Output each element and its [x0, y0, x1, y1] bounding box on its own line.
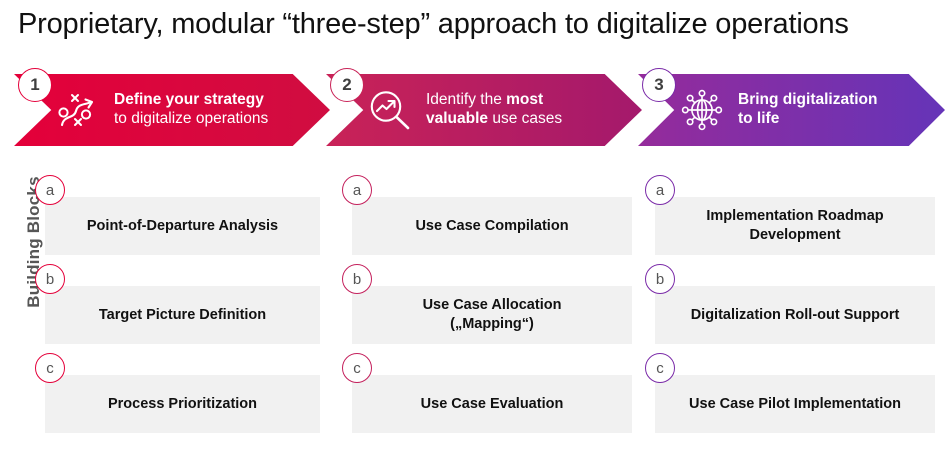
block-badge-2c: c [342, 353, 372, 383]
step-number-badge-1: 1 [18, 68, 52, 102]
step-banner-1[interactable]: Define your strategy to digitalize opera… [14, 68, 330, 146]
strategy-playbook-icon [54, 86, 102, 134]
building-blocks-grid: Point-of-Departure Analysis a Target Pic… [0, 160, 945, 449]
block-3c[interactable]: Use Case Pilot Implementation [655, 375, 935, 433]
block-2c[interactable]: Use Case Evaluation [352, 375, 632, 433]
step-label-2-bold1: most [506, 91, 544, 109]
block-badge-3c-text: c [656, 359, 664, 377]
step-label-3-line1: Bring digitalization [738, 91, 878, 109]
step-banner-2[interactable]: Identify the most valuable use cases 2 [326, 68, 642, 146]
step-label-2-bold2: valuable [426, 110, 489, 127]
block-2a-line1: Use Case Compilation [415, 217, 569, 234]
block-2a[interactable]: Use Case Compilation [352, 197, 632, 255]
block-3c-line1: Use Case Pilot Implementation [689, 395, 901, 412]
step-label-1-line1: Define your strategy [114, 91, 264, 109]
block-1a-label: Point-of-Departure Analysis [87, 217, 278, 236]
block-3a[interactable]: Implementation Roadmap Development [655, 197, 935, 255]
step-label-2: Identify the most valuable use cases [426, 91, 562, 129]
step-number-1: 1 [30, 75, 40, 94]
block-3b[interactable]: Digitalization Roll-out Support [655, 286, 935, 344]
block-2b-label: Use Case Allocation („Mapping“) [423, 296, 562, 334]
step-number-badge-3: 3 [642, 68, 676, 102]
block-2b[interactable]: Use Case Allocation („Mapping“) [352, 286, 632, 344]
block-badge-3c: c [645, 353, 675, 383]
step-label-2-post: use cases [488, 110, 563, 127]
block-3a-label: Implementation Roadmap Development [706, 207, 883, 245]
block-badge-1a: a [35, 175, 65, 205]
block-1c-line1: Process Prioritization [107, 395, 258, 412]
magnifier-trend-icon [366, 86, 414, 134]
process-steps-row: Define your strategy to digitalize opera… [0, 68, 945, 146]
block-2c-line1: Use Case Evaluation [420, 395, 564, 412]
step-number-badge-2: 2 [330, 68, 364, 102]
block-2c-label: Use Case Evaluation [421, 395, 564, 414]
block-badge-2a: a [342, 175, 372, 205]
step-banner-3[interactable]: Bring digitalization to life 3 [638, 68, 945, 146]
block-3c-label: Use Case Pilot Implementation [689, 395, 901, 414]
step-label-3-line2: to life [738, 110, 780, 127]
step-label-1: Define your strategy to digitalize opera… [114, 91, 268, 129]
block-badge-2b-text: b [352, 270, 362, 288]
step-label-3: Bring digitalization to life [738, 91, 878, 129]
step-label-1-line2: to digitalize operations [114, 110, 269, 127]
step-number-2: 2 [342, 75, 352, 94]
step-label-2-pre: Identify the [426, 91, 507, 109]
block-1b-label: Target Picture Definition [99, 306, 266, 325]
block-1b[interactable]: Target Picture Definition [45, 286, 320, 344]
block-3b-label: Digitalization Roll-out Support [691, 306, 900, 325]
block-1b-line1: Target Picture Definition [98, 306, 267, 323]
block-2a-label: Use Case Compilation [415, 217, 568, 236]
block-badge-1c: c [35, 353, 65, 383]
block-badge-1b-text: b [45, 270, 55, 288]
block-2b-line1: Use Case Allocation [422, 297, 562, 314]
block-badge-1b: b [35, 264, 65, 294]
block-badge-1a-text: a [45, 181, 55, 199]
step-number-3: 3 [654, 75, 664, 94]
block-1a[interactable]: Point-of-Departure Analysis [45, 197, 320, 255]
block-badge-2a-text: a [352, 181, 362, 199]
block-1a-line1: Point-of-Departure Analysis [86, 217, 279, 234]
block-badge-3a-text: a [655, 181, 665, 199]
block-3a-line2: Development [749, 227, 841, 243]
block-badge-2b: b [342, 264, 372, 294]
block-badge-3b-text: b [655, 270, 665, 288]
block-badge-3b: b [645, 264, 675, 294]
block-2b-line2: („Mapping“) [450, 316, 534, 332]
block-1c-label: Process Prioritization [108, 395, 257, 414]
block-badge-1c-text: c [46, 359, 54, 377]
block-badge-2c-text: c [353, 359, 361, 377]
page-title: Proprietary, modular “three-step” approa… [18, 8, 849, 40]
block-3b-line1: Digitalization Roll-out Support [690, 306, 900, 323]
block-3a-line1: Implementation Roadmap [706, 208, 884, 225]
globe-network-icon [678, 86, 726, 134]
block-badge-3a: a [645, 175, 675, 205]
block-1c[interactable]: Process Prioritization [45, 375, 320, 433]
